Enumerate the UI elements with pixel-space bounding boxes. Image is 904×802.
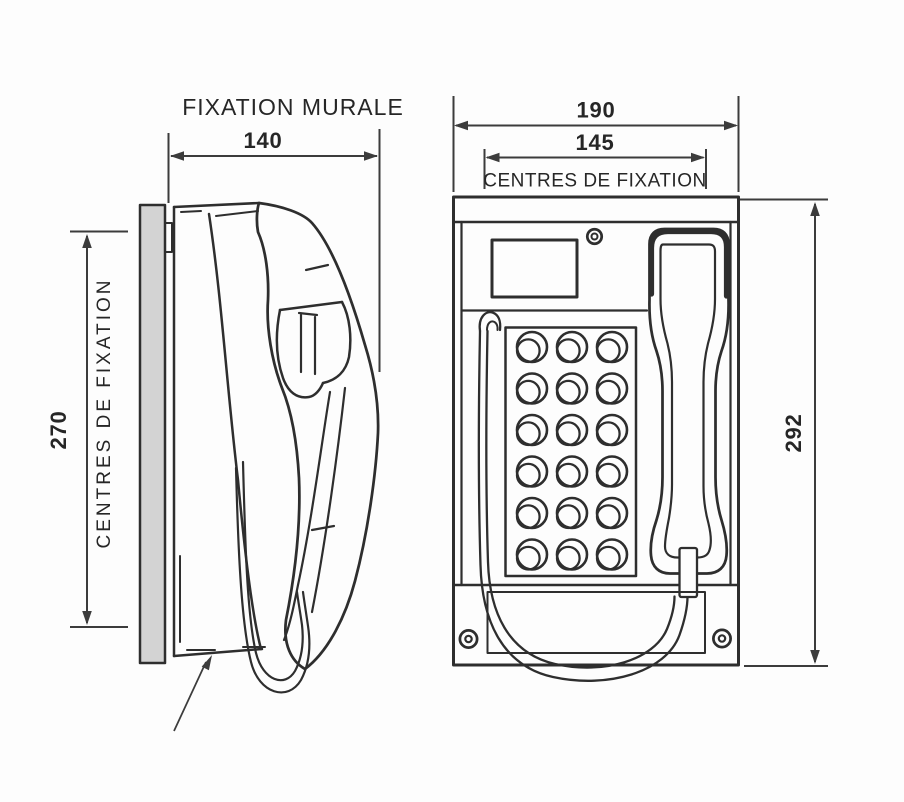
keypad-button-inner — [515, 504, 541, 530]
keypad-button-inner — [555, 462, 581, 488]
side-view: 140 270 CENTRES DE FIXATION — [46, 128, 381, 732]
keypad-button-inner — [555, 379, 581, 405]
dim292-arrow-top — [810, 202, 820, 216]
dim190-arrow-right — [724, 120, 738, 131]
display-window — [490, 238, 579, 299]
keypad-button-outer — [515, 372, 549, 405]
keypad-button-inner — [595, 421, 621, 447]
dim145-arrow-right — [691, 152, 705, 163]
keypad-button-inner — [555, 338, 581, 364]
keypad-button-outer — [555, 372, 589, 405]
dim190-value: 190 — [576, 98, 615, 123]
bottom-screw-left-inner — [464, 634, 473, 644]
wall-plate — [138, 203, 167, 665]
dim145-label: CENTRES DE FIXATION — [483, 171, 706, 192]
dim270-arrow-top — [82, 234, 92, 248]
dim292-arrow-bottom — [810, 650, 820, 664]
body-front-slant — [207, 212, 263, 651]
keypad-button-outer — [555, 455, 589, 488]
handset-handle-dash — [310, 524, 336, 532]
keypad-button-inner — [515, 379, 541, 405]
keypad-button-outer — [555, 496, 589, 530]
keypad-button-outer — [555, 413, 589, 447]
keypad-button-outer — [595, 330, 629, 364]
keypad-button-outer — [595, 372, 629, 405]
keypad-button-outer — [595, 538, 629, 571]
keypad-button-inner — [555, 545, 581, 571]
cradle-hook-top — [278, 300, 344, 312]
leader-line — [173, 661, 207, 732]
cord-loop-inner — [241, 460, 304, 682]
dim145-value: 145 — [575, 130, 614, 155]
keypad-button-outer — [595, 496, 629, 530]
keypad-button-inner — [595, 462, 621, 488]
keypad-button-inner — [515, 421, 541, 447]
leader-arrowhead — [201, 655, 212, 671]
keypad-button-outer — [515, 413, 549, 447]
dim140-arrow-left — [170, 151, 184, 161]
keypad-button-outer — [515, 455, 549, 488]
dim140-arrow-right — [364, 151, 378, 161]
cord-hook-outer — [478, 311, 502, 333]
keypad-button-inner — [555, 504, 581, 530]
handset-handle-line-2 — [310, 386, 347, 614]
bottom-recess-panel — [486, 591, 706, 654]
keypad-button-inner — [515, 338, 541, 364]
keypad-button-outer — [515, 538, 549, 571]
dim145-arrow-left — [485, 152, 500, 163]
plate-upper-step — [164, 222, 173, 253]
keypad-frame — [504, 326, 638, 578]
body-top-dash-2 — [215, 210, 259, 217]
keypad-button-inner — [595, 338, 621, 364]
keypad-buttons — [515, 330, 629, 571]
body-top-dash-1 — [180, 210, 202, 213]
cradle-bar-top — [297, 311, 319, 317]
cradle-hook-left — [275, 308, 325, 399]
dim270-value: 270 — [46, 410, 71, 449]
bottom-screw-right-inner — [717, 634, 727, 643]
cord-hook-inner — [486, 320, 499, 331]
handset-cord-connector — [678, 546, 699, 599]
keypad-button-inner — [515, 462, 541, 488]
handset-earpiece-dash — [304, 263, 330, 272]
dim270-arrow-bottom — [82, 611, 92, 625]
handset-earpiece-cap — [648, 228, 730, 299]
keypad-button-outer — [555, 538, 589, 571]
cord-front-inner — [485, 329, 676, 669]
body-top-edge — [172, 201, 261, 209]
cord-loop-outer — [234, 466, 311, 694]
keypad-button-inner — [515, 545, 541, 571]
dim270-label: CENTRES DE FIXATION — [94, 278, 115, 549]
bottom-screw-right-outer — [712, 628, 732, 649]
front-view: 190 145 CENTRES DE FIXATION 292 — [452, 96, 828, 682]
drawing-title: FIXATION MURALE — [182, 94, 404, 120]
keypad-button-outer — [595, 455, 629, 488]
cord-front-outer — [477, 329, 689, 682]
handset-profile-outline — [255, 201, 380, 671]
handset-front-face — [659, 243, 717, 559]
dim292-value: 292 — [781, 413, 806, 452]
dim190-arrow-left — [454, 120, 468, 131]
bottom-screw-left-outer — [458, 629, 479, 649]
keypad-button-inner — [595, 379, 621, 405]
keypad-button-outer — [555, 330, 589, 364]
cradle-hook-right — [321, 300, 352, 385]
keypad-button-outer — [595, 413, 629, 447]
housing-outline — [452, 195, 740, 667]
dim140-value: 140 — [243, 128, 282, 153]
top-screw-inner — [590, 232, 599, 241]
keypad-button-inner — [555, 421, 581, 447]
keypad-button-outer — [515, 496, 549, 530]
keypad-button-inner — [595, 545, 621, 571]
top-screw-outer — [585, 227, 604, 246]
keypad-button-outer — [515, 330, 549, 364]
keypad-button-inner — [595, 504, 621, 530]
handset-handle-line-1 — [282, 390, 332, 642]
